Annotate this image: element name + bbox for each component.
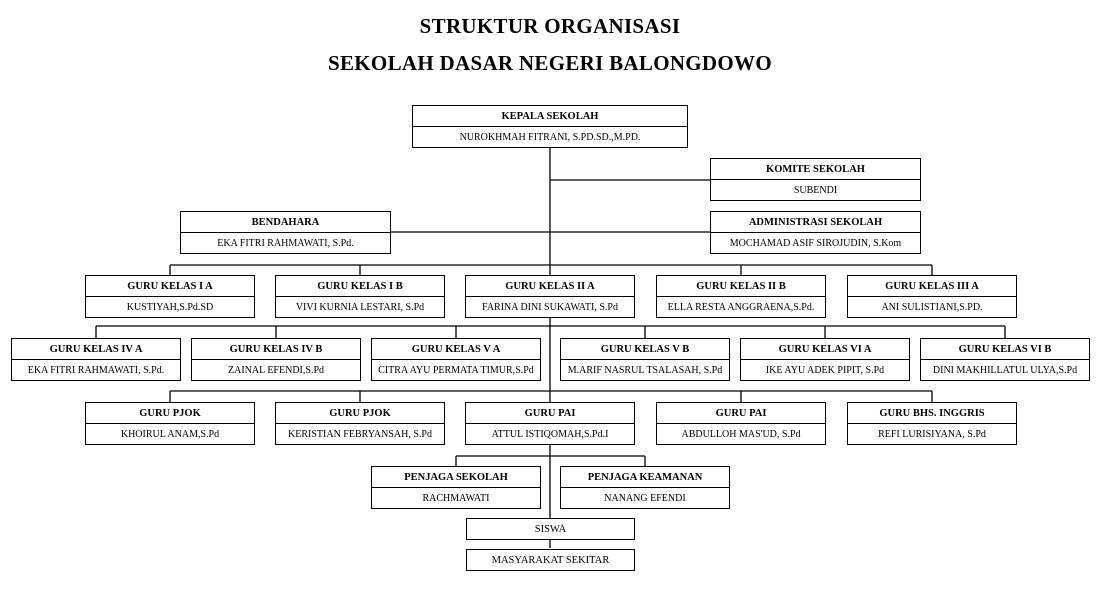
guru-kelas-5b-box: GURU KELAS V B M.ARIF NASRUL TSALASAH, S… [560,338,730,381]
guru-kelas-6b-name: DINI MAKHILLATUL ULYA,S.Pd [932,364,1078,376]
administrasi-sekolah-name: MOCHAMAD ASIF SIROJUDIN, S.Kom [729,237,902,249]
guru-kelas-6b-role: GURU KELAS VI B [921,339,1089,360]
masyarakat-sekitar-label: MASYARAKAT SEKITAR [491,554,610,566]
guru-kelas-5a-name: CITRA AYU PERMATA TIMUR,S.Pd [378,364,534,376]
komite-sekolah-name: SUBENDI [793,184,838,196]
guru-pjok-1-role: GURU PJOK [86,403,254,424]
penjaga-keamanan-role: PENJAGA KEAMANAN [561,467,729,488]
komite-sekolah-role: KOMITE SEKOLAH [711,159,920,180]
guru-kelas-4b-box: GURU KELAS IV B ZAINAL EFENDI,S.Pd [191,338,361,381]
guru-pjok-1-box: GURU PJOK KHOIRUL ANAM,S.Pd [85,402,255,445]
penjaga-keamanan-box: PENJAGA KEAMANAN NANANG EFENDI [560,466,730,509]
guru-kelas-1a-box: GURU KELAS I A KUSTIYAH,S.Pd.SD [85,275,255,318]
guru-kelas-3a-box: GURU KELAS III A ANI SULISTIANI,S.PD. [847,275,1017,318]
guru-kelas-4a-box: GURU KELAS IV A EKA FITRI RAHMAWATI, S.P… [11,338,181,381]
guru-pai-2-name: ABDULLOH MAS'UD, S.Pd [681,428,801,440]
masyarakat-sekitar-box: MASYARAKAT SEKITAR [466,549,635,571]
guru-kelas-2a-box: GURU KELAS II A FARINA DINI SUKAWATI, S.… [465,275,635,318]
guru-pjok-2-name: KERISTIAN FEBRYANSAH, S.Pd [288,428,432,440]
guru-kelas-5b-role: GURU KELAS V B [561,339,729,360]
bendahara-box: BENDAHARA EKA FITRI RAHMAWATI, S.Pd. [180,211,391,254]
guru-bhs-inggris-role: GURU BHS. INGGRIS [848,403,1016,424]
guru-pai-1-name: ATTUL ISTIQOMAH,S.Pd.I [491,428,609,440]
penjaga-sekolah-name: RACHMAWATI [422,492,490,504]
penjaga-keamanan-name: NANANG EFENDI [604,492,686,504]
kepala-sekolah-box: KEPALA SEKOLAH NUROKHMAH FITRANI, S.PD.S… [412,105,688,148]
guru-bhs-inggris-name: REFI LURISIYANA, S.Pd [878,428,986,440]
guru-kelas-6a-box: GURU KELAS VI A IKE AYU ADEK PIPIT, S.Pd [740,338,910,381]
guru-kelas-6a-role: GURU KELAS VI A [741,339,909,360]
kepala-sekolah-role: KEPALA SEKOLAH [413,106,687,127]
siswa-box: SISWA [466,518,635,540]
administrasi-sekolah-box: ADMINISTRASI SEKOLAH MOCHAMAD ASIF SIROJ… [710,211,921,254]
administrasi-sekolah-role: ADMINISTRASI SEKOLAH [711,212,920,233]
guru-kelas-4b-role: GURU KELAS IV B [192,339,360,360]
guru-kelas-1b-role: GURU KELAS I B [276,276,444,297]
guru-pjok-2-role: GURU PJOK [276,403,444,424]
guru-pai-1-box: GURU PAI ATTUL ISTIQOMAH,S.Pd.I [465,402,635,445]
bendahara-name: EKA FITRI RAHMAWATI, S.Pd. [217,237,354,249]
guru-kelas-1a-role: GURU KELAS I A [86,276,254,297]
komite-sekolah-box: KOMITE SEKOLAH SUBENDI [710,158,921,201]
guru-kelas-2a-role: GURU KELAS II A [466,276,634,297]
siswa-label: SISWA [534,523,567,535]
guru-kelas-6b-box: GURU KELAS VI B DINI MAKHILLATUL ULYA,S.… [920,338,1090,381]
guru-kelas-3a-name: ANI SULISTIANI,S.PD. [881,301,983,313]
guru-kelas-2b-box: GURU KELAS II B ELLA RESTA ANGGRAENA,S.P… [656,275,826,318]
guru-kelas-1b-box: GURU KELAS I B VIVI KURNIA LESTARI, S.Pd [275,275,445,318]
kepala-sekolah-name: NUROKHMAH FITRANI, S.PD.SD.,M.PD. [459,131,641,143]
guru-kelas-5a-role: GURU KELAS V A [372,339,540,360]
guru-kelas-1a-name: KUSTIYAH,S.Pd.SD [126,301,214,313]
guru-pjok-1-name: KHOIRUL ANAM,S.Pd [120,428,220,440]
chart-subtitle: SEKOLAH DASAR NEGERI BALONGDOWO [328,51,772,75]
bendahara-role: BENDAHARA [181,212,390,233]
guru-kelas-4a-name: EKA FITRI RAHMAWATI, S.Pd. [27,364,165,376]
guru-kelas-6a-name: IKE AYU ADEK PIPIT, S.Pd [765,364,885,376]
guru-pai-2-role: GURU PAI [657,403,825,424]
penjaga-sekolah-role: PENJAGA SEKOLAH [372,467,540,488]
guru-kelas-4a-role: GURU KELAS IV A [12,339,180,360]
guru-pai-2-box: GURU PAI ABDULLOH MAS'UD, S.Pd [656,402,826,445]
guru-kelas-2a-name: FARINA DINI SUKAWATI, S.Pd [482,301,618,313]
guru-kelas-2b-role: GURU KELAS II B [657,276,825,297]
guru-pjok-2-box: GURU PJOK KERISTIAN FEBRYANSAH, S.Pd [275,402,445,445]
guru-kelas-4b-name: ZAINAL EFENDI,S.Pd [227,364,324,376]
guru-pai-1-role: GURU PAI [466,403,634,424]
guru-kelas-2b-name: ELLA RESTA ANGGRAENA,S.Pd. [667,301,815,313]
guru-kelas-3a-role: GURU KELAS III A [848,276,1016,297]
guru-kelas-5a-box: GURU KELAS V A CITRA AYU PERMATA TIMUR,S… [371,338,541,381]
chart-title: STRUKTUR ORGANISASI [419,14,681,38]
guru-bhs-inggris-box: GURU BHS. INGGRIS REFI LURISIYANA, S.Pd [847,402,1017,445]
penjaga-sekolah-box: PENJAGA SEKOLAH RACHMAWATI [371,466,541,509]
guru-kelas-1b-name: VIVI KURNIA LESTARI, S.Pd [295,301,425,313]
guru-kelas-5b-name: M.ARIF NASRUL TSALASAH, S.Pd [567,364,723,376]
